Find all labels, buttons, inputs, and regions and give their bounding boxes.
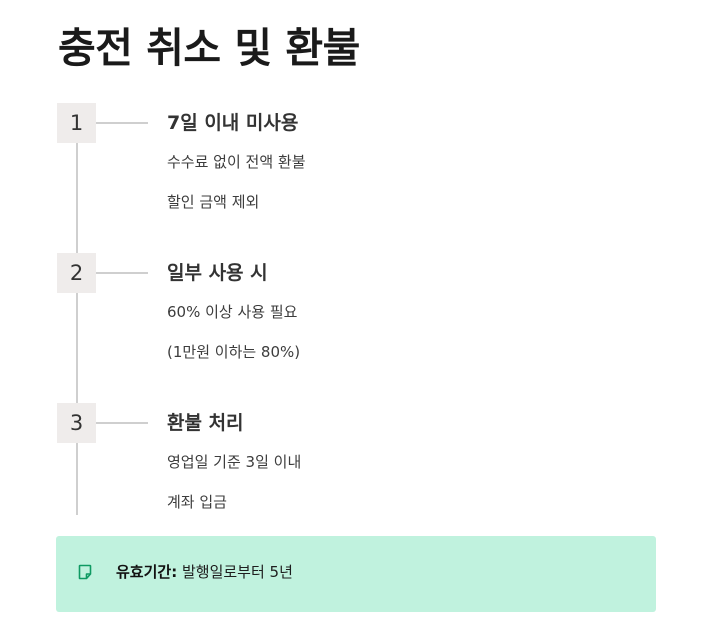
step-connector — [96, 272, 148, 274]
timeline-line — [76, 104, 78, 515]
step-detail: 할인 금액 제외 — [167, 193, 260, 211]
step-detail: 수수료 없이 전액 환불 — [167, 153, 306, 171]
step-number: 1 — [57, 103, 96, 143]
page-title: 충전 취소 및 환불 — [58, 24, 360, 72]
note-value: 발행일로부터 5년 — [181, 563, 293, 581]
step-detail: 60% 이상 사용 필요 — [167, 303, 298, 321]
validity-note: 유효기간: 발행일로부터 5년 — [56, 536, 656, 612]
step-heading: 환불 처리 — [167, 412, 244, 434]
note-label: 유효기간: — [116, 563, 178, 581]
note-icon — [78, 564, 92, 580]
step-connector — [96, 422, 148, 424]
step-number: 3 — [57, 403, 96, 443]
step-heading: 일부 사용 시 — [167, 262, 268, 284]
step-detail: (1만원 이하는 80%) — [167, 343, 301, 361]
step-detail: 계좌 입금 — [167, 493, 227, 511]
step-detail: 영업일 기준 3일 이내 — [167, 453, 302, 471]
step-connector — [96, 122, 148, 124]
note-text: 유효기간: 발행일로부터 5년 — [116, 560, 293, 584]
step-number: 2 — [57, 253, 96, 293]
step-heading: 7일 이내 미사용 — [167, 112, 299, 134]
